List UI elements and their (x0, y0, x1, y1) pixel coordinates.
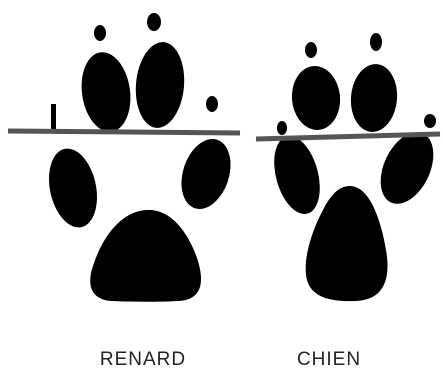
dog-claw-mark (277, 121, 287, 135)
dog-toe-pad (348, 62, 400, 134)
fox-toe-pad (77, 49, 136, 135)
dog-claw-mark (370, 33, 382, 51)
dog-toe-pad (266, 131, 327, 219)
dog-toe-pad (289, 64, 342, 132)
fox-label: RENARD (100, 350, 186, 369)
fox-claw-mark (51, 104, 56, 130)
fox-toe-pad (173, 133, 239, 216)
dog-paw-print (256, 33, 443, 301)
dog-heel-pad (306, 186, 388, 301)
dog-claw-mark (305, 42, 317, 58)
fox-paw-print (8, 13, 240, 302)
fox-claw-mark (206, 96, 218, 112)
dog-claw-mark (424, 114, 436, 128)
dog-label: CHIEN (297, 350, 361, 369)
fox-toe-pad (132, 40, 187, 130)
fox-toe-pad (42, 144, 104, 232)
fox-claw-mark (94, 25, 106, 41)
fox-heel-pad (90, 210, 201, 302)
fox-claw-mark (147, 13, 161, 31)
fox-measure-line (8, 131, 240, 133)
